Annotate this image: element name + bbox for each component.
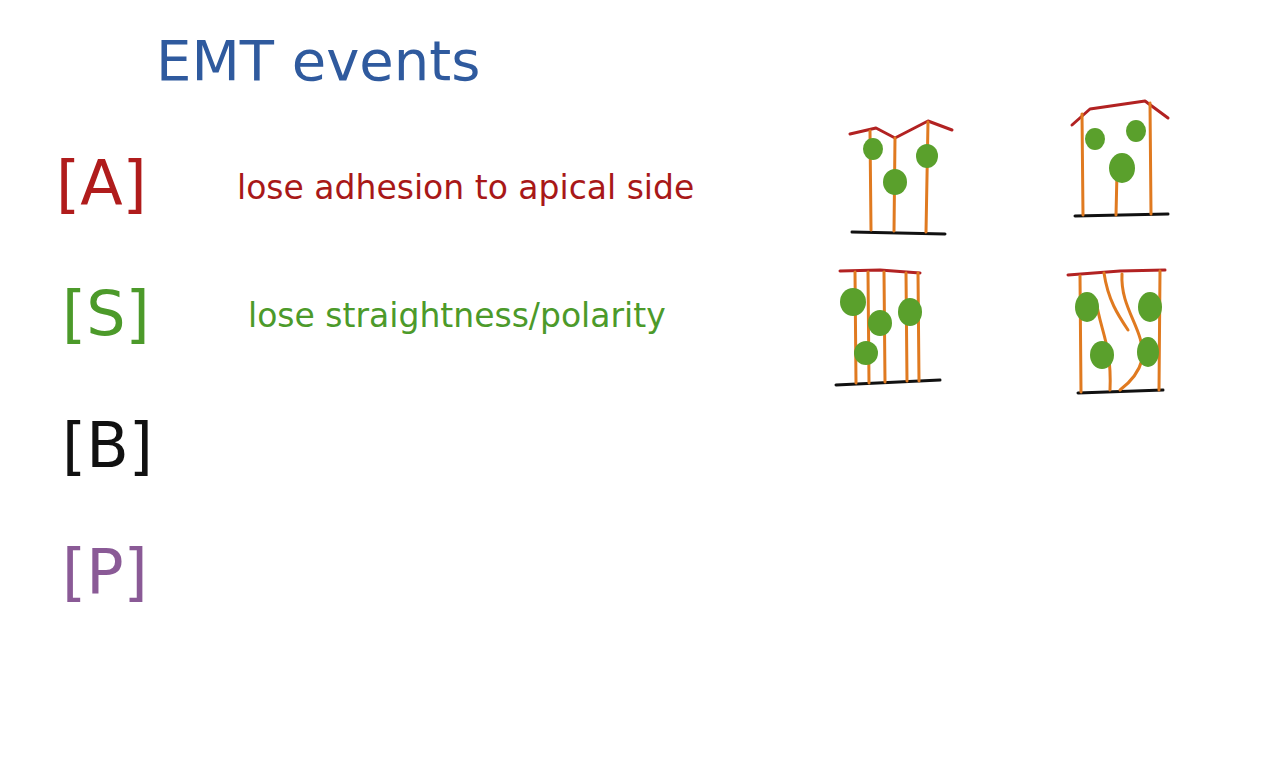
event-key: [B] <box>62 412 153 480</box>
epithelium-sketch <box>850 121 952 234</box>
event-key: [S] <box>62 280 150 348</box>
event-key: [A] <box>56 150 147 218</box>
straight-cells-sketch <box>836 270 940 385</box>
apical-detach-sketch <box>1072 101 1168 216</box>
event-description: lose adhesion to apical side <box>237 170 694 206</box>
event-description: lose straightness/polarity <box>248 298 666 334</box>
event-key: [P] <box>62 538 148 606</box>
bent-cells-sketch <box>1068 270 1165 393</box>
title: EMT events <box>156 30 480 92</box>
